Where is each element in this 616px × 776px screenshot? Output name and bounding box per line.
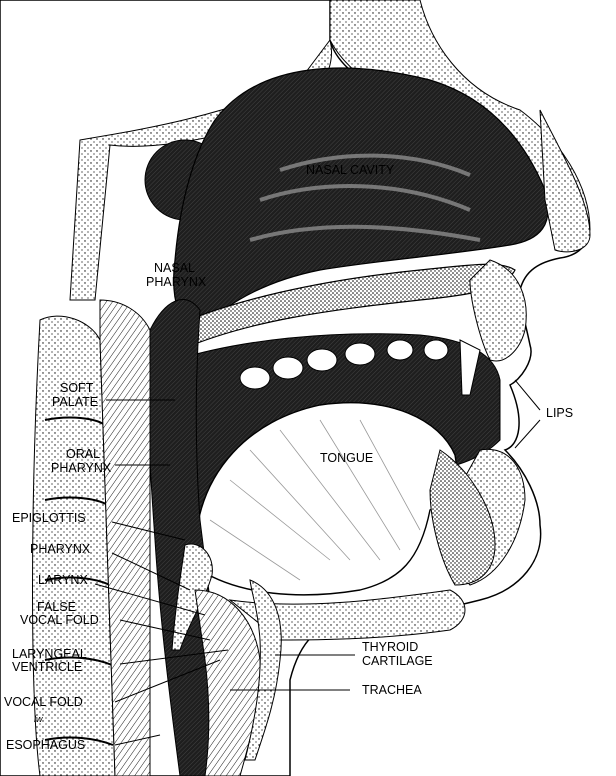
label-esophagus: ESOPHAGUS (6, 738, 85, 752)
label-soft-palate-line1: SOFT (60, 381, 94, 395)
neck-floor (228, 589, 466, 641)
nasal-cavity-region (173, 67, 549, 331)
label-oral-pharynx-line2: PHARYNX (51, 461, 112, 475)
upper-teeth (239, 339, 481, 396)
label-nasal-pharynx-line2: PHARYNX (146, 275, 207, 289)
tongue-fibers (209, 419, 421, 581)
label-lips: LIPS (546, 406, 573, 420)
label-false-vocal-fold-line1: FALSE (37, 600, 76, 614)
hard-palate (164, 263, 516, 351)
epiglottis-shape (171, 543, 213, 651)
label-laryngeal-ventricle-line1: LARYNGEAL (12, 647, 87, 661)
anatomy-drawing (0, 0, 591, 776)
thyroid-cartilage-shape (244, 579, 282, 761)
label-tongue: TONGUE (320, 451, 373, 465)
mandible (429, 449, 496, 586)
label-false-vocal-fold-line2: VOCAL FOLD (20, 613, 99, 627)
pharyngeal-wall (99, 299, 151, 776)
label-trachea: TRACHEA (362, 683, 422, 697)
upper-lip (469, 259, 527, 362)
label-nasal-cavity: NASAL CAVITY (306, 163, 395, 177)
label-thyroid-cartilage-line2: CARTILAGE (362, 654, 433, 668)
vertebrae-gaps (44, 416, 114, 746)
label-larynx: LARYNX (38, 573, 88, 587)
nasal-conchae (249, 153, 481, 242)
label-oral-pharynx-line1: ORAL (66, 447, 100, 461)
label-vocal-fold: VOCAL FOLD (4, 695, 83, 709)
label-pharynx: PHARYNX (30, 542, 91, 556)
label-epiglottis: EPIGLOTTIS (12, 511, 86, 525)
spine (32, 315, 116, 776)
labels: NASAL CAVITY NASAL PHARYNX SOFT PALATE O… (4, 163, 573, 752)
label-laryngeal-ventricle-line2: VENTRICLE (12, 660, 82, 674)
leader-lines (94, 379, 541, 746)
label-soft-palate-line2: PALATE (52, 395, 98, 409)
nose (539, 109, 591, 253)
label-thyroid-cartilage-line1: THYROID (362, 640, 418, 654)
label-nasal-pharynx-line1: NASAL (154, 261, 195, 275)
signature: lw (34, 714, 43, 724)
